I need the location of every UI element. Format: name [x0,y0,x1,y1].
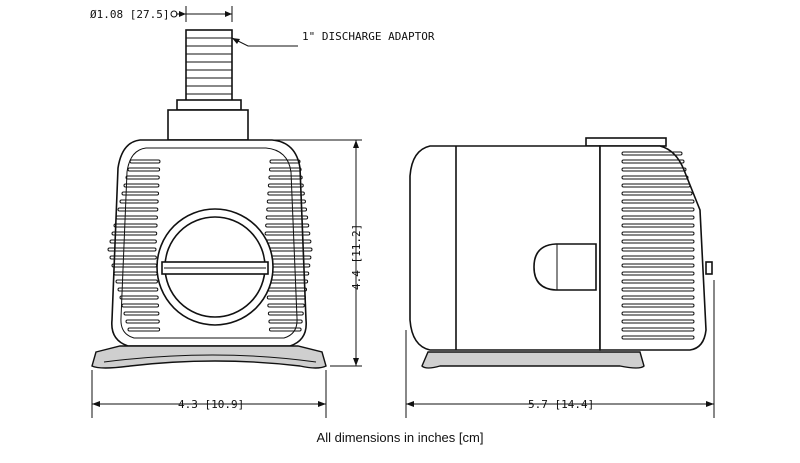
side-view [409,137,713,369]
intake-port [156,208,274,326]
vent-slots-side [621,151,695,340]
vent-slots-left [107,159,161,332]
side-base [421,351,645,369]
discharge-adaptor [167,29,249,141]
dimension-lines [91,6,715,418]
side-top-cap [585,137,667,147]
pump-body-side [409,145,601,351]
units-caption: All dimensions in inches [cm] [316,430,484,445]
discharge-label: 1" DISCHARGE ADAPTOR [302,30,435,43]
side-length-label: 5.7 [14.4] [528,398,594,411]
dimension-origin-icon [170,10,178,18]
side-intake [533,243,597,291]
height-label: 4.4 [11.2] [350,224,363,290]
front-view [91,29,327,369]
front-base [91,345,327,369]
diameter-label: Ø1.08 [27.5] [90,8,169,21]
front-width-label: 4.3 [10.9] [178,398,244,411]
